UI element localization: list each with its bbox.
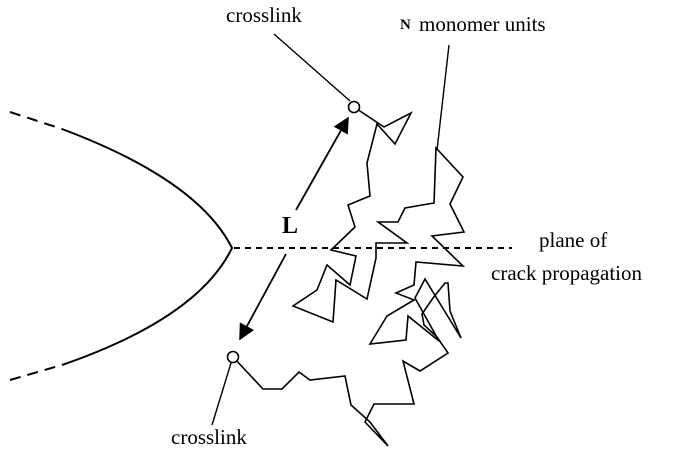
monomer-units-label: monomer units bbox=[419, 12, 546, 36]
crack-edge-dashed-top bbox=[9, 111, 63, 130]
crosslink-top-label: crosslink bbox=[226, 3, 302, 27]
polymer-chain bbox=[232, 106, 466, 447]
length-arrow-up bbox=[295, 116, 349, 211]
crosslink-bottom-marker bbox=[226, 350, 240, 364]
length-label: L bbox=[282, 213, 299, 239]
crosslink-top-marker bbox=[347, 100, 361, 114]
crosslink-bottom-leader bbox=[211, 362, 232, 426]
plane-label-line1: plane of bbox=[539, 228, 608, 252]
length-arrow-down bbox=[239, 253, 287, 341]
crack-tip-curve bbox=[61, 128, 234, 366]
crosslink-top-leader bbox=[273, 33, 351, 102]
crosslink-bottom-label: crosslink bbox=[171, 425, 247, 449]
monomer-units-leader bbox=[436, 44, 450, 151]
plane-label-line2: crack propagation bbox=[491, 261, 643, 285]
crack-edge-dashed-bottom bbox=[9, 364, 63, 381]
monomer-count-label: N bbox=[400, 17, 411, 33]
